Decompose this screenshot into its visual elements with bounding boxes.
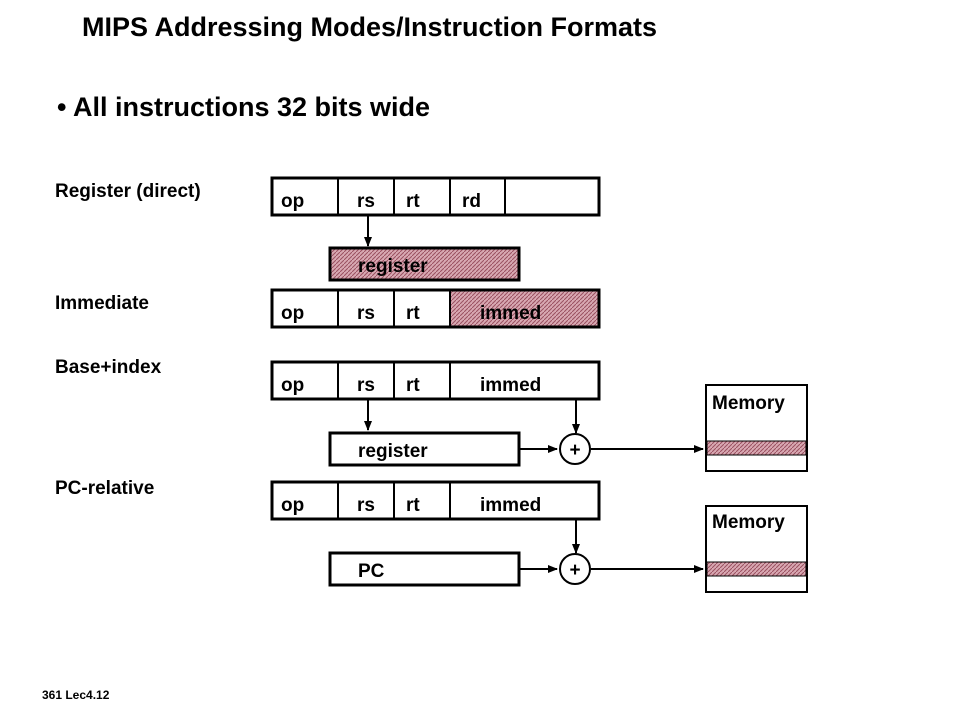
slide-title: MIPS Addressing Modes/Instruction Format… (82, 12, 658, 42)
field-op: op (281, 495, 304, 516)
instruction-format-base-index: op rs rt immed (270, 360, 601, 401)
field-rt: rt (406, 375, 420, 396)
instruction-format-pc-relative: op rs rt immed (270, 480, 601, 521)
pc-label: PC (358, 561, 385, 582)
field-rd: rd (462, 191, 481, 212)
field-immed: immed (480, 495, 541, 516)
memory-label: Memory (712, 512, 785, 533)
slide-footer: 361 Lec4.12 (42, 688, 110, 702)
register-box-direct: register (328, 246, 521, 282)
field-rs: rs (357, 191, 375, 212)
field-rt: rt (406, 303, 420, 324)
mode-label-register-direct: Register (direct) (55, 181, 201, 202)
field-op: op (281, 303, 304, 324)
adder-pc: + (559, 553, 591, 585)
register-box-base: register (328, 431, 521, 467)
field-rt: rt (406, 495, 420, 516)
field-op: op (281, 375, 304, 396)
field-rs: rs (357, 495, 375, 516)
mode-label-immediate: Immediate (55, 293, 149, 314)
field-immed: immed (480, 375, 541, 396)
instruction-format-immediate: op rs rt immed (270, 288, 601, 329)
memory-box-base: Memory (705, 384, 808, 472)
mode-label-base-index: Base+index (55, 357, 162, 378)
adder-label: + (569, 440, 580, 461)
field-rs: rs (357, 375, 375, 396)
memory-label: Memory (712, 393, 785, 414)
field-op: op (281, 191, 304, 212)
mode-label-pc-relative: PC-relative (55, 478, 155, 499)
pc-box: PC (328, 551, 521, 587)
register-label: register (358, 256, 428, 277)
field-immed: immed (480, 303, 541, 324)
adder-base: + (559, 433, 591, 465)
register-label: register (358, 441, 428, 462)
field-rs: rs (357, 303, 375, 324)
field-rt: rt (406, 191, 420, 212)
memory-box-pc: Memory (705, 505, 808, 593)
bullet-point: • All instructions 32 bits wide (57, 92, 431, 122)
instruction-format-register: op rs rt rd (270, 176, 601, 217)
adder-label: + (569, 560, 580, 581)
